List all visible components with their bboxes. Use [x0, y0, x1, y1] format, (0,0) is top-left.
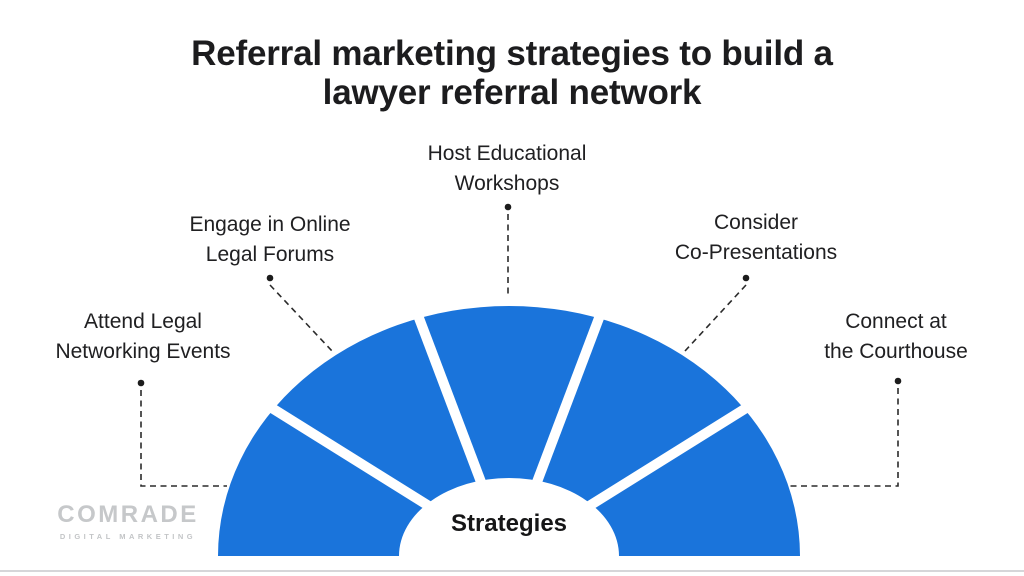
leader-dots	[137, 203, 902, 387]
leader-dot-connect	[894, 377, 902, 385]
fan-chart-ring	[218, 306, 800, 556]
leader-line-consider	[684, 284, 747, 352]
bottom-border-line	[0, 570, 1024, 572]
comrade-logo-name: COMRADE	[57, 501, 199, 528]
leader-dot-consider	[742, 274, 750, 282]
segment-label-attend-legal-networking-events: Attend Legal Networking Events	[18, 307, 268, 367]
page-title: Referral marketing strategies to build a…	[0, 34, 1024, 112]
segment-label-line: Legal Forums	[205, 243, 335, 266]
segment-label-line: Co-Presentations	[674, 241, 838, 264]
comrade-logo-tagline: DIGITAL MARKETING	[59, 532, 197, 541]
leader-line-connect	[789, 388, 899, 487]
leader-line-attend	[140, 390, 227, 487]
leader-lines	[140, 214, 899, 487]
leader-dot-attend	[137, 379, 145, 387]
fan-center-label: Strategies	[450, 510, 568, 537]
leader-dot-host	[504, 203, 512, 211]
leader-line-engage	[269, 284, 333, 352]
segment-label-line: Host Educational	[427, 142, 587, 165]
segment-label-connect-at-the-courthouse: Connect at the Courthouse	[776, 307, 1016, 367]
segment-label-host-educational-workshops: Host Educational Workshops	[377, 139, 637, 199]
segment-separators	[259, 304, 759, 561]
comrade-logo: COMRADE DIGITAL MARKETING	[53, 501, 203, 541]
segment-separator	[506, 397, 759, 561]
segment-label-line: the Courthouse	[824, 340, 968, 363]
page-title-line1: Referral marketing strategies to build a	[191, 34, 833, 73]
segment-label-engage-in-online-legal-forums: Engage in Online Legal Forums	[145, 210, 395, 270]
leader-dot-engage	[266, 274, 274, 282]
segment-label-line: Consider	[713, 211, 799, 234]
segment-label-consider-co-presentations: Consider Co-Presentations	[626, 208, 886, 268]
segment-label-line: Workshops	[454, 172, 560, 195]
segment-label-line: Networking Events	[55, 340, 231, 363]
segment-label-line: Connect at	[845, 310, 947, 333]
page-title-line2: lawyer referral network	[322, 73, 702, 112]
segment-separator	[259, 397, 512, 561]
segment-label-line: Attend Legal	[84, 310, 202, 333]
segment-separator	[409, 304, 514, 558]
segment-separator	[504, 304, 609, 558]
segment-label-line: Engage in Online	[189, 213, 351, 236]
